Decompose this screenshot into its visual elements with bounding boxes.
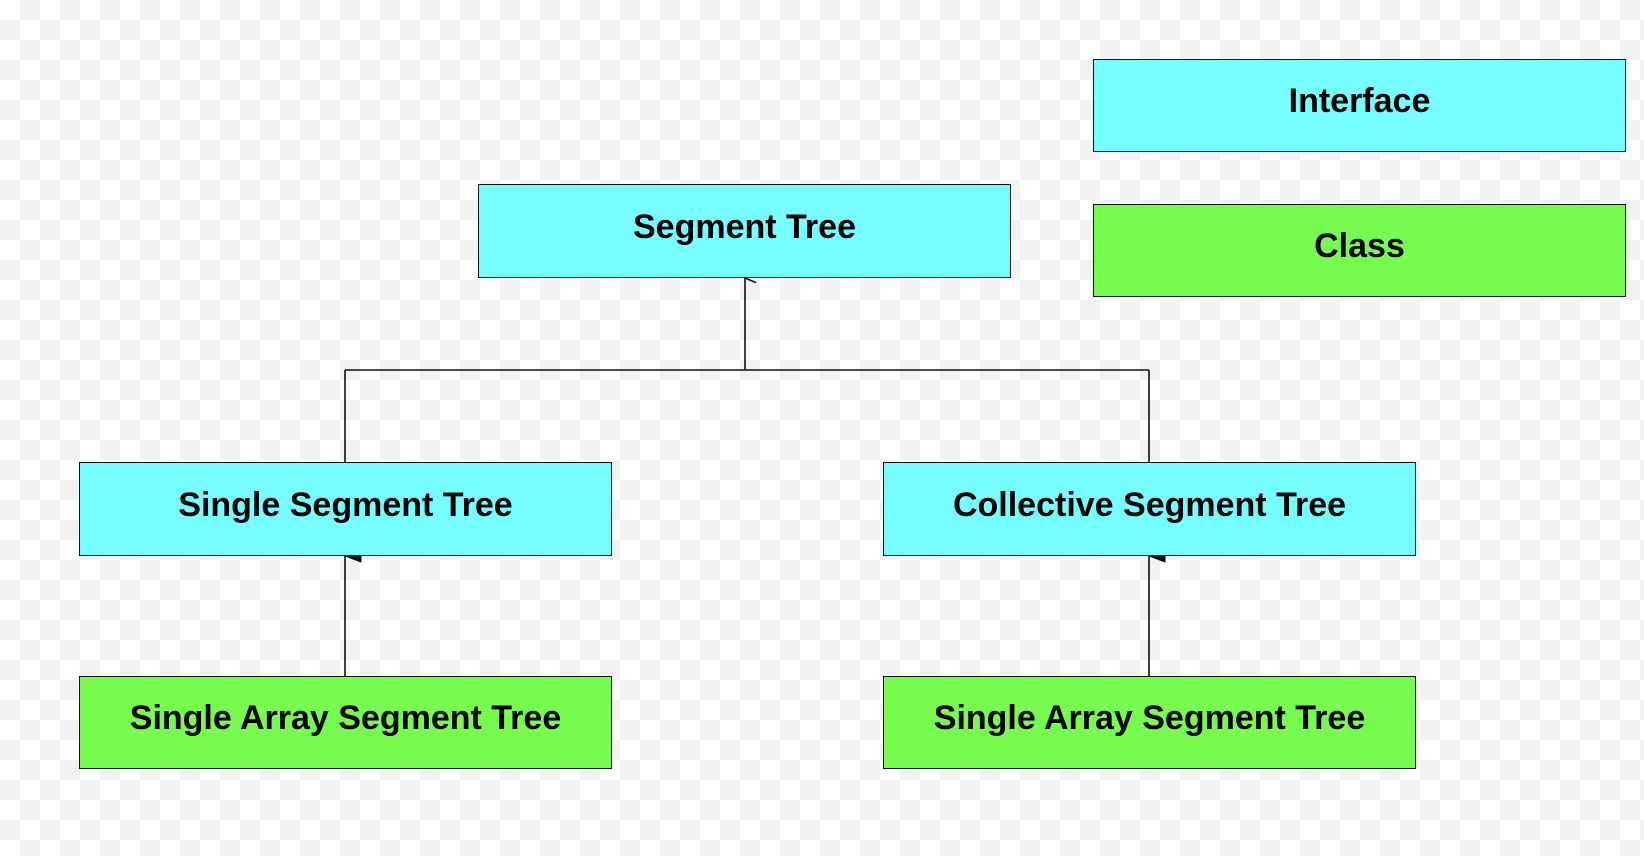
single-segment-tree-node: Single Segment Tree [79, 462, 612, 556]
single-array-segment-tree-left-label: Single Array Segment Tree [129, 699, 562, 737]
single-array-segment-tree-left-node: Single Array Segment Tree [79, 676, 612, 769]
segment-tree-label: Segment Tree [633, 207, 856, 246]
single-array-segment-tree-right-label: Single Array Segment Tree [933, 699, 1366, 737]
collective-segment-tree-node: Collective Segment Tree [883, 462, 1416, 556]
single-segment-tree-label: Single Segment Tree [178, 485, 513, 524]
legend-interface-label: Interface [1288, 82, 1431, 120]
collective-segment-tree-label: Collective Segment Tree [952, 485, 1347, 524]
segment-tree-node: Segment Tree [478, 184, 1011, 278]
legend-class: Class [1093, 204, 1626, 297]
legend-interface: Interface [1093, 59, 1626, 152]
single-array-segment-tree-right-node: Single Array Segment Tree [883, 676, 1416, 769]
legend-class-label: Class [1314, 227, 1405, 265]
